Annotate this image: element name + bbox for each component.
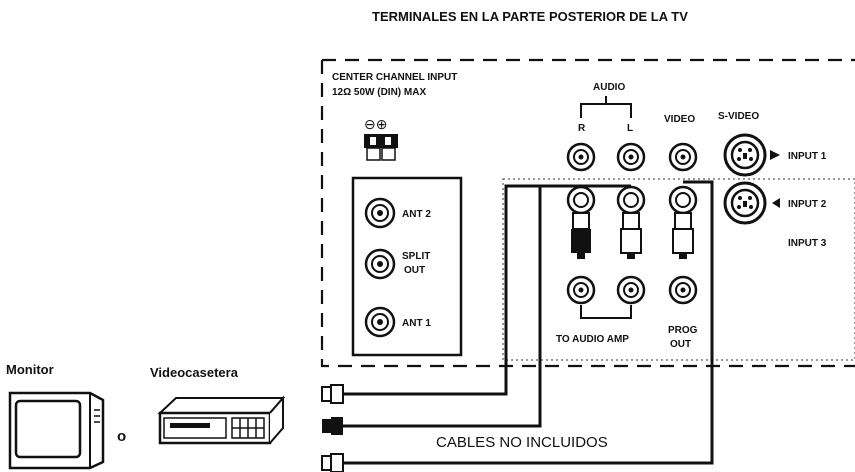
monitor-label: Monitor xyxy=(6,362,54,377)
audio-r-label: R xyxy=(578,123,586,134)
vcr-label: Videocasetera xyxy=(150,365,239,380)
input1-audio-l-jack[interactable] xyxy=(616,142,646,172)
vcr-icon xyxy=(157,395,286,445)
ant2-jack[interactable] xyxy=(364,197,396,229)
svideo-header: S-VIDEO xyxy=(718,111,759,122)
input2-arrow-icon xyxy=(772,198,780,208)
diagram-title: TERMINALES EN LA PARTE POSTERIOR DE LA T… xyxy=(372,9,688,24)
input1-arrow-icon xyxy=(770,150,780,160)
input3-label: INPUT 3 xyxy=(788,238,827,249)
audio-l-plug xyxy=(620,212,642,259)
input2-label: INPUT 2 xyxy=(788,199,827,210)
tv-back-border xyxy=(320,58,855,368)
split-out-label-line1: SPLIT xyxy=(402,251,430,262)
audio-header: AUDIO xyxy=(593,82,625,93)
input1-svideo-jack[interactable] xyxy=(723,133,767,177)
video-header: VIDEO xyxy=(664,114,695,125)
center-channel-spec: 12Ω 50W (DIN) MAX xyxy=(332,87,426,98)
cables-not-included-label: CABLES NO INCLUIDOS xyxy=(436,434,608,451)
speaker-terminal-icon xyxy=(364,134,398,161)
video-plug xyxy=(672,212,694,259)
input2-audio-l-jack[interactable] xyxy=(616,185,646,215)
ant1-jack[interactable] xyxy=(364,306,396,338)
cable-end-plug-video xyxy=(321,453,344,472)
audio-amp-bracket xyxy=(580,305,632,319)
cable-end-plug-audio-l xyxy=(322,417,343,435)
center-channel-label: CENTER CHANNEL INPUT xyxy=(332,72,457,83)
to-audio-amp-label: TO AUDIO AMP xyxy=(556,334,629,345)
audio-r-plug xyxy=(571,212,591,259)
split-out-jack[interactable] xyxy=(364,248,396,280)
prog-out-jack[interactable] xyxy=(668,275,698,305)
cable-video xyxy=(340,180,714,465)
ant1-label: ANT 1 xyxy=(402,318,431,329)
input2-svideo-jack[interactable] xyxy=(723,181,767,225)
cable-audio-l xyxy=(343,184,631,428)
ant2-label: ANT 2 xyxy=(402,209,431,220)
input2-audio-r-jack[interactable] xyxy=(566,185,596,215)
prog-out-label-line2: OUT xyxy=(670,339,691,350)
input1-label: INPUT 1 xyxy=(788,151,827,162)
to-audio-amp-r-jack[interactable] xyxy=(566,275,596,305)
cable-end-plug-audio-r xyxy=(321,384,344,404)
to-audio-amp-l-jack[interactable] xyxy=(616,275,646,305)
input1-audio-r-jack[interactable] xyxy=(566,142,596,172)
input1-video-jack[interactable] xyxy=(668,142,698,172)
input2-video-jack[interactable] xyxy=(668,185,698,215)
prog-out-label-line1: PROG xyxy=(668,325,698,336)
or-label: o xyxy=(117,428,126,445)
input3-region xyxy=(502,178,855,361)
antenna-panel xyxy=(351,176,463,357)
audio-l-label: L xyxy=(627,123,633,134)
polarity-symbols: ⊖⊕ xyxy=(364,116,387,132)
split-out-label-line2: OUT xyxy=(404,265,425,276)
audio-bracket xyxy=(580,103,632,118)
monitor-icon xyxy=(8,391,105,470)
